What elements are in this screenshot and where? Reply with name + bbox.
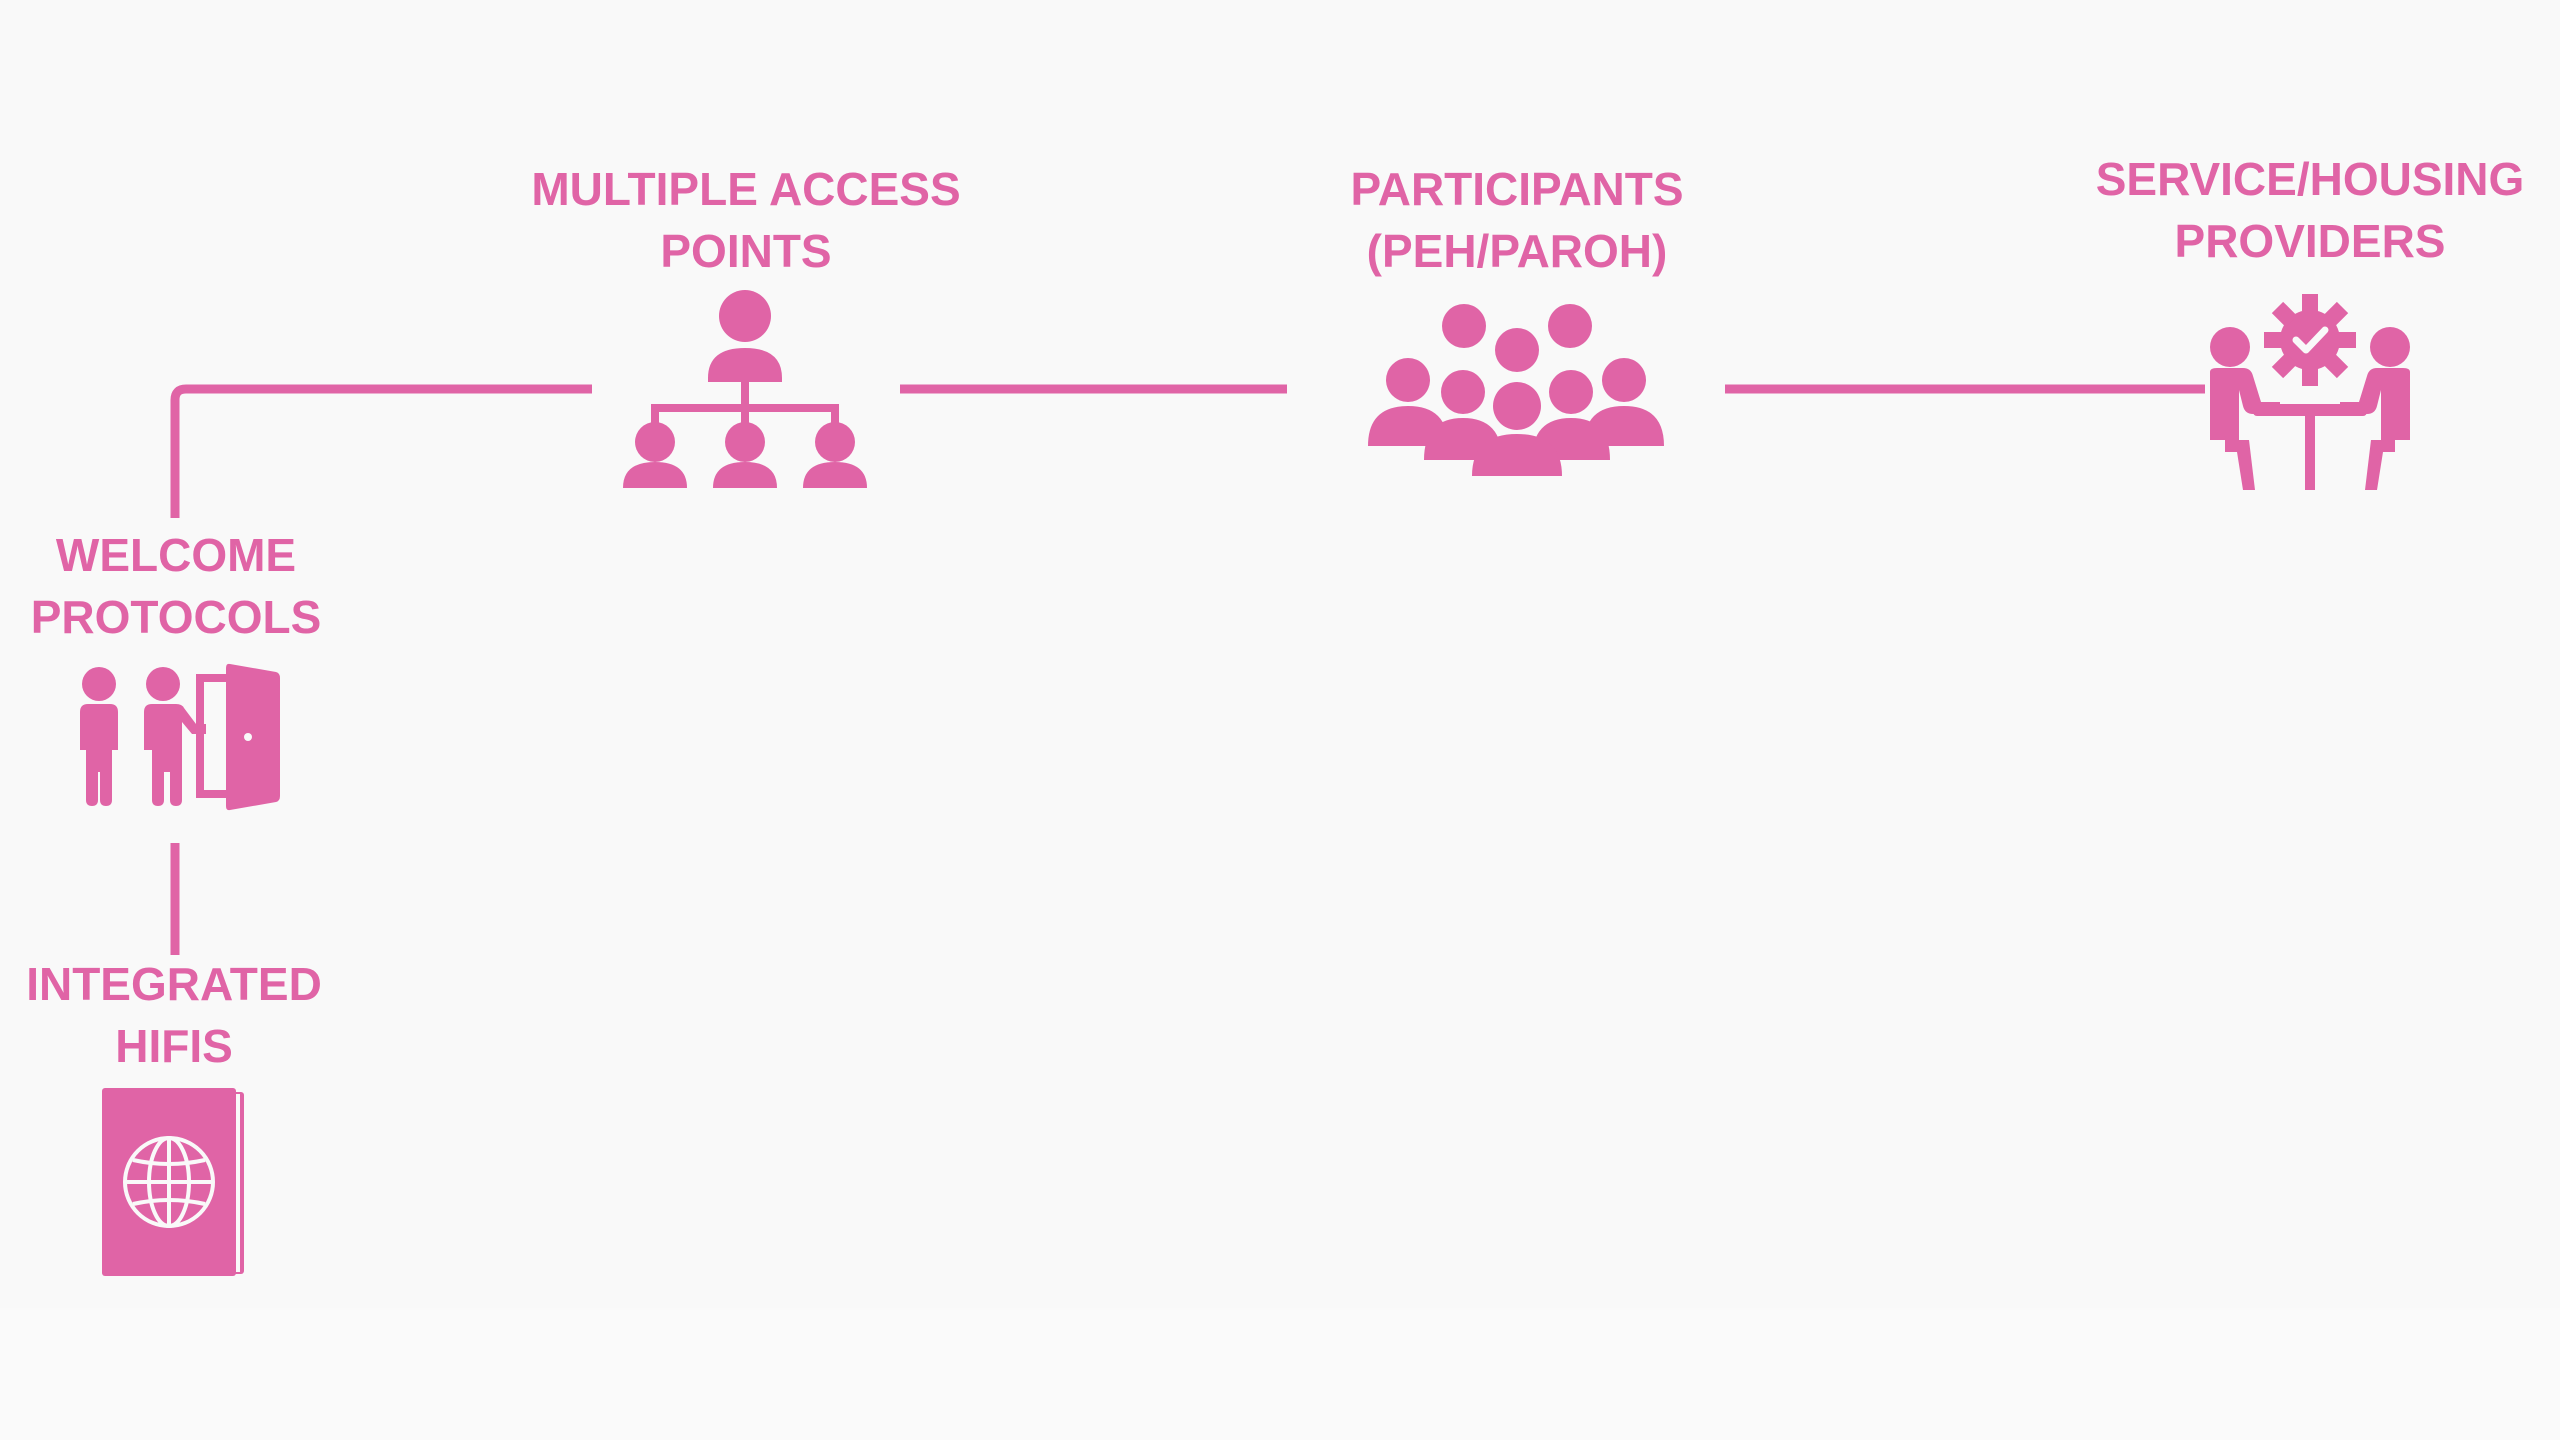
hierarchy-icon: [623, 290, 867, 488]
node-label-welcome: WELCOME PROTOCOLS: [31, 524, 322, 648]
participants-label-line-1: PARTICIPANTS: [1350, 163, 1684, 215]
node-label-access-points: MULTIPLE ACCESS POINTS: [531, 158, 960, 282]
hifis-label-line-2: HIFIS: [115, 1020, 233, 1072]
providers-label-line-2: PROVIDERS: [2174, 215, 2446, 267]
participants-label-line-2: (PEH/PAROH): [1366, 225, 1668, 277]
node-label-providers: SERVICE/HOUSING PROVIDERS: [2096, 148, 2525, 272]
access-label-line-1: MULTIPLE ACCESS: [531, 163, 961, 215]
hifis-label-line-1: INTEGRATED: [26, 958, 322, 1010]
access-label-line-2: POINTS: [660, 225, 832, 277]
passport-icon: [102, 1088, 244, 1276]
group-icon: [1368, 304, 1664, 476]
node-label-participants: PARTICIPANTS (PEH/PAROH): [1350, 158, 1683, 282]
node-label-hifis: INTEGRATED HIFIS: [26, 953, 322, 1077]
welcome-label-line-2: PROTOCOLS: [30, 591, 322, 643]
providers-label-line-1: SERVICE/HOUSING: [2095, 153, 2525, 205]
connector-welcome-to-access: [170, 384, 592, 518]
welcome-label-line-1: WELCOME: [55, 529, 297, 581]
door-icon: [80, 663, 280, 811]
bottom-band: [0, 1308, 2560, 1440]
meeting-icon: [2210, 294, 2410, 490]
